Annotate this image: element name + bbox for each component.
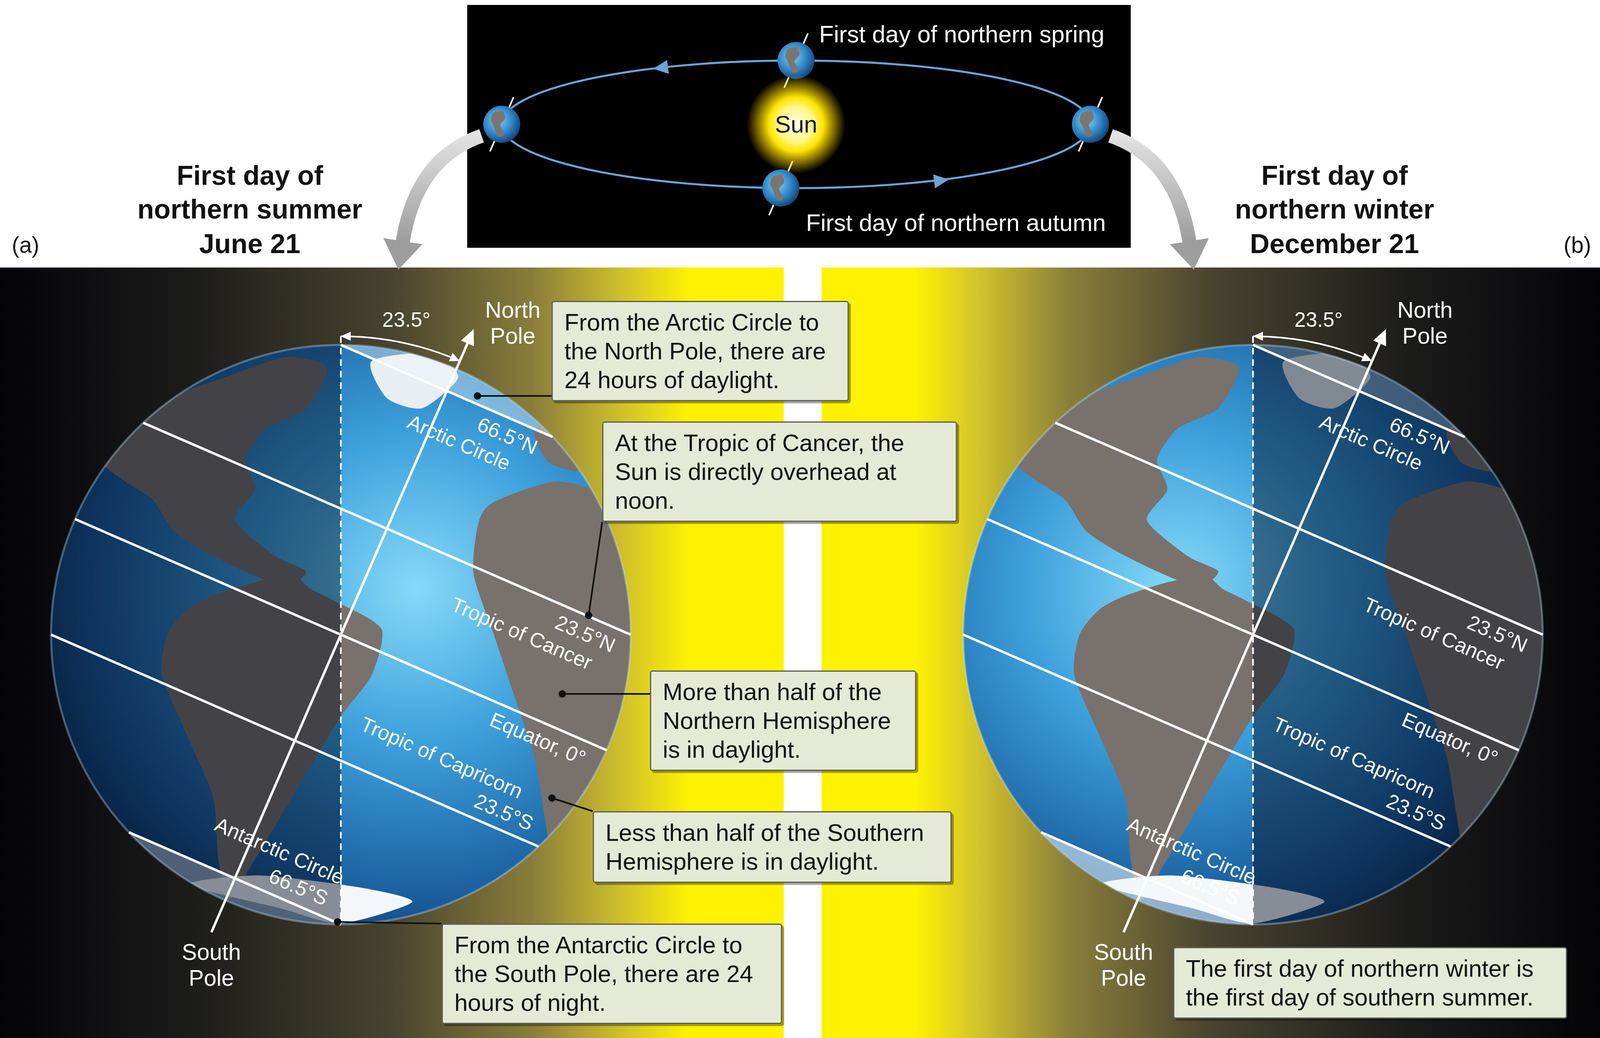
earth-land [1079,111,1094,138]
leader-line [337,922,442,924]
earth-land [785,47,800,74]
axis-arrowhead [461,329,474,347]
globe [51,329,639,933]
panel-title: First day of northern summer [126,158,374,226]
callout-box: At the Tropic of Cancer, the Sun is dire… [602,421,958,522]
earth-disc [1071,105,1109,143]
earth-disc [762,169,800,207]
angle-label: 23.5° [381,307,431,332]
tilt-arc-arrowhead [449,352,460,361]
leader-dot [558,690,566,698]
earth-land [491,111,506,138]
tilt-arc-arrowhead [1252,331,1263,341]
orbit-arrow [933,174,949,189]
panel-date: December 21 [1250,226,1420,261]
earth-disc [777,41,815,80]
tilt-arc-arrowhead [340,331,351,341]
callout-text: Less than half of the Southern Hemispher… [605,818,939,876]
earth-icon [1071,97,1109,152]
season-label: First day of northern spring [819,20,1105,48]
panel-title: First day of northern winter [1211,158,1458,226]
orbit-path [501,60,1091,189]
tilt-arc [1252,336,1372,361]
angle-label: 23.5° [1294,307,1343,332]
globe [963,329,1552,933]
leader-line [551,798,593,812]
pointer-arrow [1110,135,1190,243]
earth-disc [483,105,521,143]
leader-line [588,521,603,616]
callout-box: From the Antarctic Circle to the South P… [441,923,783,1025]
leader-dot [584,611,593,620]
pole-label: North Pole [1394,297,1456,350]
earth-land [770,174,785,201]
pole-label: South Pole [1088,939,1159,992]
leader-line [562,693,650,695]
globe-surface [51,344,639,925]
earth-icon [483,97,521,152]
season-label: First day of northern autumn [805,208,1107,237]
axis-arrowhead [1373,329,1386,347]
tilt-arc-arrowhead [1361,352,1372,361]
leader-line [477,395,552,397]
callout-text: The first day of northern winter is the … [1185,954,1555,1012]
leader-dot [548,794,556,802]
callout-box: From the Arctic Circle to the North Pole… [551,300,849,402]
sun-label: Sun [774,110,818,138]
callout-text: At the Tropic of Cancer, the Sun is dire… [614,428,945,515]
daylight-ground [821,267,1600,1038]
leader-dot [473,392,482,400]
callout-text: From the Antarctic Circle to the South P… [454,930,770,1018]
panel-date: June 21 [199,226,301,261]
panel-letter: (a) [11,232,40,259]
orbit-arrow [653,60,669,75]
globe-surface [963,344,1552,925]
callout-text: From the Arctic Circle to the North Pole… [564,307,837,395]
pointer-arrowhead [1169,238,1209,271]
pole-label: North Pole [482,297,544,350]
pointer-arrowhead [383,238,423,271]
continent [534,415,612,473]
continent [1005,356,1240,587]
panel-letter: (b) [1563,232,1591,259]
sun-circle: Sun [746,74,846,174]
night-side [1252,344,1543,925]
sun-glow [746,74,846,174]
callout-text: More than half of the Northern Hemispher… [662,677,904,764]
callout-box: Less than half of the Southern Hemispher… [592,811,952,883]
tilt-arc [340,336,460,361]
callout-box: The first day of northern winter is the … [1173,947,1568,1019]
night-side [51,344,341,925]
callout-box: More than half of the Northern Hemispher… [649,670,917,771]
pointer-arrow [402,135,482,243]
leader-dot [333,918,342,926]
orbit-panel [467,4,1131,248]
pole-label: South Pole [176,939,247,992]
